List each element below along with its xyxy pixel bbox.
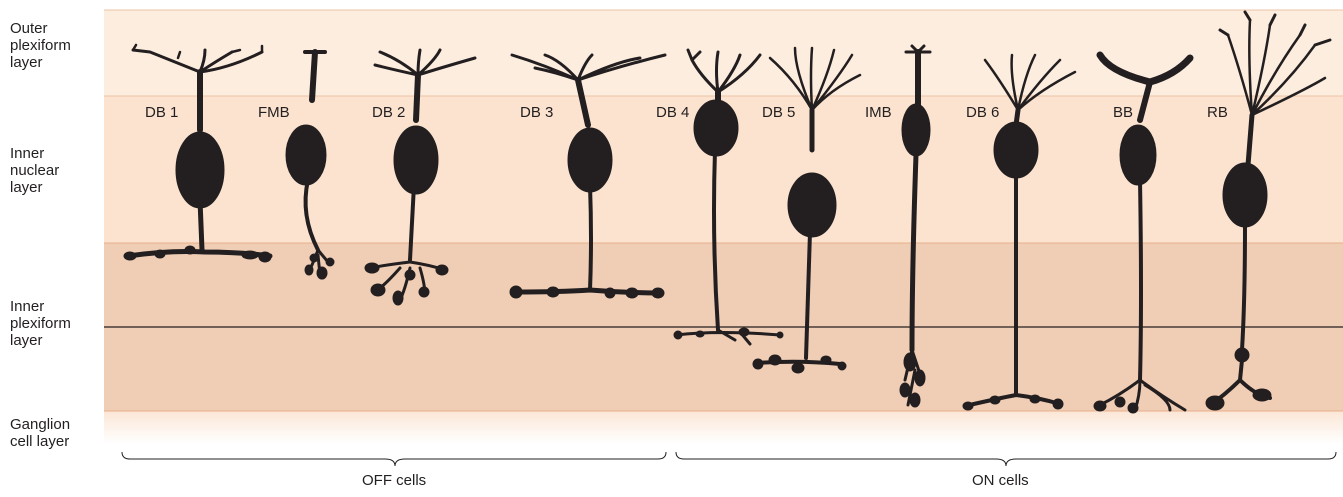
- layer-label-inner-nuclear: Inner nuclear layer: [10, 145, 59, 196]
- layer-label-outer-plexiform: Outer plexiform layer: [10, 20, 71, 71]
- cell-label-db6: DB 6: [966, 104, 999, 121]
- cell-label-db1: DB 1: [145, 104, 178, 121]
- cell-label-rb: RB: [1207, 104, 1228, 121]
- cell-label-db3: DB 3: [520, 104, 553, 121]
- cell-label-db2: DB 2: [372, 104, 405, 121]
- bracket-on-cells: [676, 452, 1336, 466]
- cell-label-bb: BB: [1113, 104, 1133, 121]
- cell-label-fmb: FMB: [258, 104, 290, 121]
- layer-label-ganglion-cell: Ganglion cell layer: [10, 416, 70, 450]
- cell-label-db5: DB 5: [762, 104, 795, 121]
- cell-label-imb: IMB: [865, 104, 892, 121]
- layer-label-inner-plexiform: Inner plexiform layer: [10, 298, 71, 349]
- cell-label-db4: DB 4: [656, 104, 689, 121]
- group-label-on-cells: ON cells: [972, 472, 1029, 489]
- group-label-off-cells: OFF cells: [362, 472, 426, 489]
- band-ganglion-cell: [104, 411, 1343, 444]
- bracket-off-cells: [122, 452, 666, 466]
